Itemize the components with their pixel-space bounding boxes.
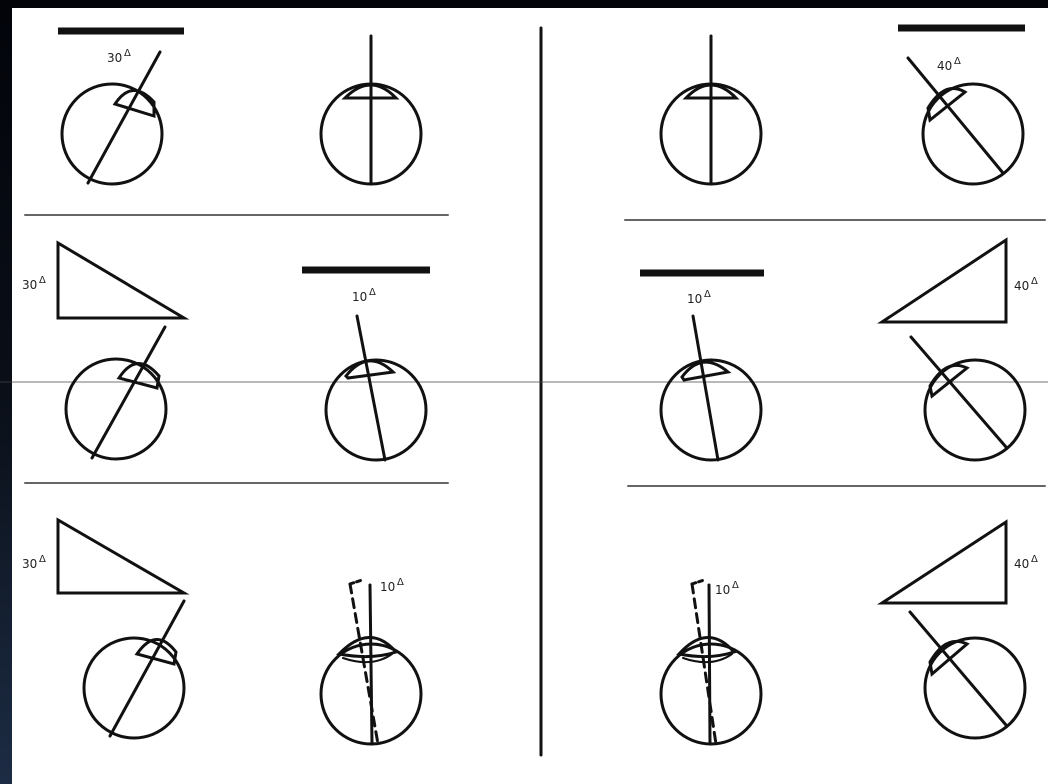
prism-label-row1-right: 40 (937, 59, 952, 73)
prism-symbol-icon: Δ (397, 577, 404, 588)
prism-label-row3-center-left: 10 (380, 580, 395, 594)
eye-row1-straight-right (661, 36, 761, 184)
eye-row2-right (911, 337, 1025, 460)
prism-symbol-icon: Δ (1031, 554, 1038, 565)
prism-symbol-icon: Δ (704, 289, 711, 300)
prism-symbol-icon: Δ (39, 275, 46, 286)
prism-label-row2-right: 40 (1014, 279, 1029, 293)
prism-left-bottom (58, 520, 184, 593)
eye-row1-left (62, 52, 162, 184)
prism-right (882, 240, 1006, 322)
prism-symbol-icon: Δ (369, 287, 376, 298)
prism-label-row3-left: 30 (22, 557, 37, 571)
prism-label-row2-center-right: 10 (687, 292, 702, 306)
eye-row3-right (910, 612, 1025, 738)
prism-right-bottom (882, 522, 1006, 603)
eye-row1-straight (321, 36, 421, 184)
prism-label-row2-center-left: 10 (352, 290, 367, 304)
prism-symbol-icon: Δ (954, 56, 961, 67)
eye-row2-left (66, 327, 166, 459)
prism-label-row3-center-right: 10 (715, 583, 730, 597)
eye-row2-center-left (326, 316, 426, 460)
prism-label-row3-right: 40 (1014, 557, 1029, 571)
prism-symbol-icon: Δ (39, 554, 46, 565)
prism-symbol-icon: Δ (1031, 276, 1038, 287)
eye-row3-center-left (321, 580, 421, 744)
eye-row3-center-right (661, 580, 761, 744)
prism-label-row2-left: 30 (22, 278, 37, 292)
eye-row1-right (908, 58, 1023, 184)
prism-label-row1-left: 30 (107, 51, 122, 65)
eye-row3-left (84, 601, 184, 738)
prism-symbol-icon: Δ (124, 48, 131, 59)
prism-left (58, 243, 184, 318)
eye-row2-center-right (661, 316, 761, 460)
prism-symbol-icon: Δ (732, 580, 739, 591)
